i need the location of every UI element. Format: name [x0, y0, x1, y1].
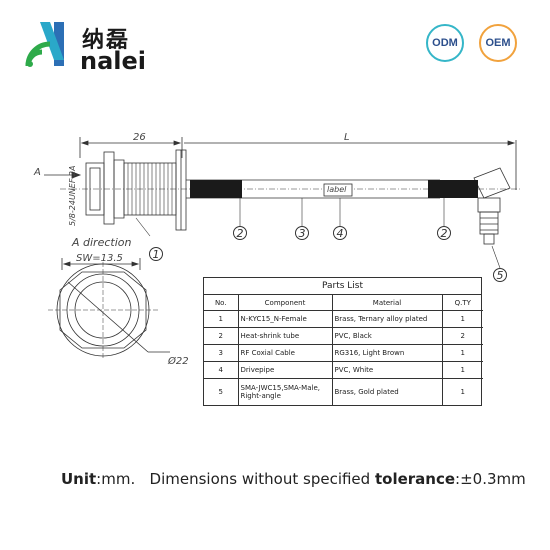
parts-list-table: Parts List No. Component Material Q.TY 1…: [203, 277, 483, 406]
cell-component: RF Coxial Cable: [237, 344, 333, 362]
callout-2-right: 2: [437, 226, 451, 240]
parts-table: No. Component Material Q.TY 1 N-KYC15_N-…: [204, 295, 483, 405]
cell-material: Brass, Ternary alloy plated: [331, 310, 443, 328]
unit-label: Unit: [61, 470, 97, 488]
callout-4: 4: [333, 226, 347, 240]
odm-badge-label: ODM: [432, 37, 458, 49]
odm-badge: ODM: [426, 24, 464, 62]
brand-logo-icon: [25, 22, 64, 67]
hex-size-label: SW=13.5: [76, 253, 123, 264]
cell-material: PVC, Black: [331, 327, 443, 345]
cable-label-text: label: [327, 185, 347, 194]
cell-no: 3: [204, 344, 239, 362]
table-row: 2 Heat-shrink tube PVC, Black 2: [204, 327, 483, 345]
cell-no: 5: [204, 378, 239, 405]
callout-5: 5: [493, 268, 507, 282]
callout-3: 3: [295, 226, 309, 240]
oem-badge-label: OEM: [485, 37, 511, 49]
cell-no: 4: [204, 361, 239, 379]
tolerance-label: tolerance: [374, 470, 456, 488]
cell-qty: 1: [441, 344, 483, 362]
parts-list-title: Parts List: [204, 278, 481, 295]
cell-component: N-KYC15_N-Female: [237, 310, 333, 328]
cell-qty: 2: [441, 327, 483, 345]
dimension-length-label: L: [344, 132, 350, 143]
cable-assembly-drawing: [44, 137, 520, 360]
unit-value: :mm.: [96, 470, 136, 488]
dimension-width-label: 26: [133, 132, 146, 143]
header-qty: Q.TY: [441, 295, 483, 311]
cell-qty: 1: [441, 310, 483, 328]
header-no: No.: [204, 295, 239, 311]
view-arrow-label: A: [34, 167, 41, 178]
header-component: Component: [237, 295, 333, 311]
tolerance-value: :±0.3mm: [455, 470, 526, 488]
brand-name-en: nalei: [80, 47, 147, 75]
header-material: Material: [331, 295, 443, 311]
cell-material: PVC, White: [331, 361, 443, 379]
table-row: 4 Drivepipe PVC, White 1: [204, 361, 483, 379]
callout-1: 1: [149, 247, 163, 261]
brand-name-cn: 纳磊: [82, 28, 131, 53]
thread-spec-label: 5/8-24UNEF-2A: [68, 165, 77, 226]
cell-material: Brass, Gold plated: [331, 378, 443, 405]
cell-no: 2: [204, 327, 239, 345]
callout-2-left: 2: [233, 226, 247, 240]
table-header-row: No. Component Material Q.TY: [204, 295, 483, 311]
cell-qty: 1: [441, 378, 483, 405]
oem-badge: OEM: [479, 24, 517, 62]
cell-component: SMA-JWC15,SMA-Male, Right-angle: [237, 378, 333, 405]
cell-qty: 1: [441, 361, 483, 379]
footer-note: Unit:mm. Dimensions without specified to…: [61, 470, 526, 488]
table-row: 5 SMA-JWC15,SMA-Male, Right-angle Brass,…: [204, 378, 483, 405]
cell-material: RG316, Light Brown: [331, 344, 443, 362]
diameter-label: Ø22: [168, 356, 189, 367]
table-row: 1 N-KYC15_N-Female Brass, Ternary alloy …: [204, 310, 483, 328]
table-row: 3 RF Coxial Cable RG316, Light Brown 1: [204, 344, 483, 362]
cell-component: Heat-shrink tube: [237, 327, 333, 345]
cell-component: Drivepipe: [237, 361, 333, 379]
view-caption: A direction: [72, 236, 132, 249]
cell-no: 1: [204, 310, 239, 328]
dimensions-text: Dimensions without specified: [149, 470, 371, 488]
